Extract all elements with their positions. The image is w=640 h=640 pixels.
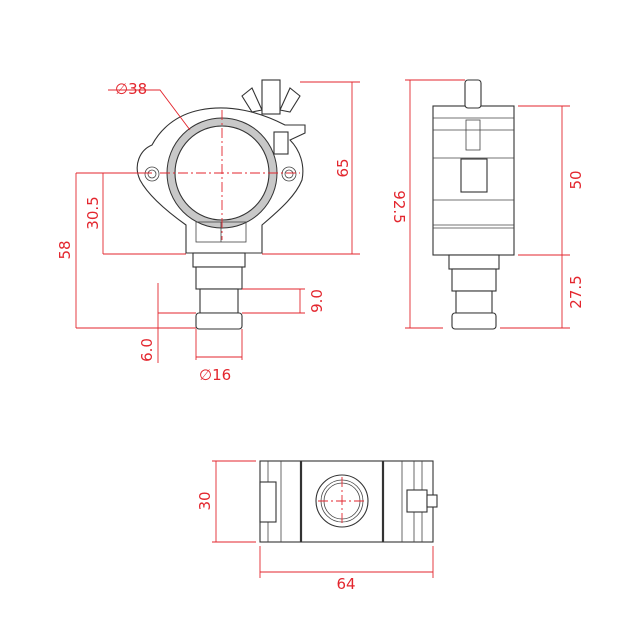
dim-spigot-diameter: ∅16: [199, 366, 231, 384]
front-view: ∅38 65 30.5 58 9.0 6.0 ∅16: [56, 79, 360, 384]
wing-nut-left: [241, 87, 263, 113]
side-nut: [460, 158, 488, 193]
hinge-hole-right: [281, 166, 297, 182]
dim-spigot-height: 27.5: [567, 275, 585, 308]
dim-depth: 30: [196, 491, 214, 510]
spigot-collar: [192, 252, 246, 268]
dim-overall-height: 92.5: [390, 190, 408, 223]
spigot-shaft: [195, 266, 243, 290]
dim-groove-height: 9.0: [308, 289, 326, 313]
bolt-lower: [273, 131, 289, 155]
dim-width: 64: [336, 575, 355, 593]
bottom-view: 30 64: [196, 460, 438, 593]
leader-d38: [108, 89, 191, 131]
wing-nut-right: [279, 87, 301, 113]
side-view: 92.5 50 27.5: [390, 79, 585, 330]
dim-tube-diameter: ∅38: [115, 80, 147, 98]
dim-body-height: 50: [567, 170, 585, 189]
spigot-groove: [199, 288, 239, 314]
dim-center-to-base: 30.5: [84, 196, 102, 229]
side-bolt: [464, 79, 482, 109]
dim-total-height: 65: [334, 158, 352, 177]
dim-tip-height: 6.0: [138, 338, 156, 362]
bottom-slot: [259, 481, 277, 523]
spigot-tip: [195, 312, 243, 330]
dim-center-to-bottom: 58: [56, 240, 74, 259]
bottom-bolt-end: [406, 489, 428, 513]
hinge-hole-left: [144, 166, 160, 182]
bolt-top: [261, 79, 281, 115]
